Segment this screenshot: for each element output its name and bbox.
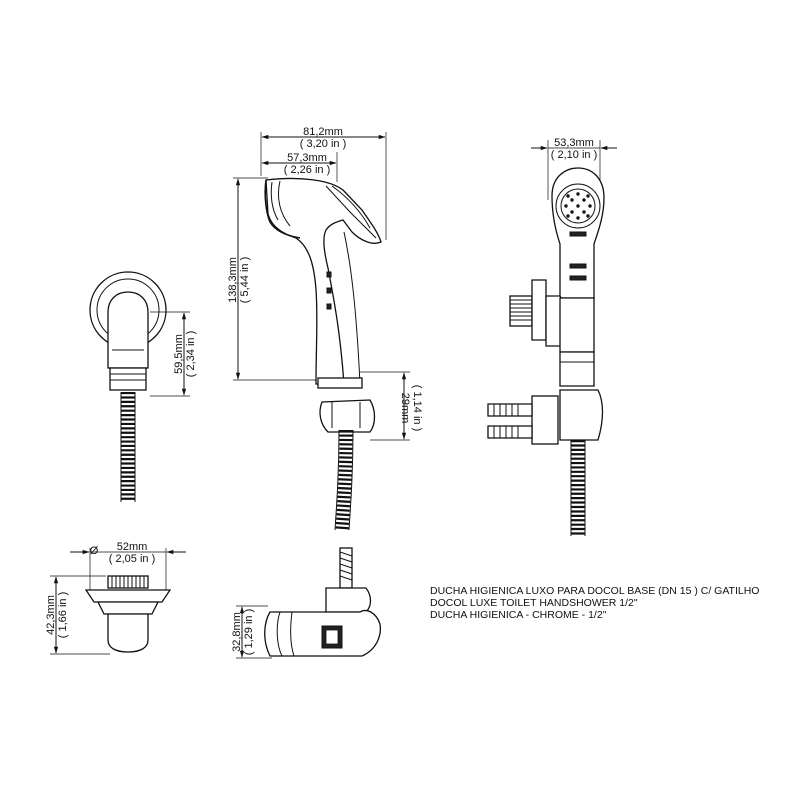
dim-side-total-mm: 81,2mm bbox=[303, 126, 343, 138]
dim-side-height-mm: 138,3mm bbox=[227, 257, 239, 303]
dim-side-holder-in: ( 1,14 in ) bbox=[411, 385, 423, 431]
dim-front-width-mm: 53,3mm bbox=[554, 137, 594, 149]
base-side-view: Ø 52mm ( 2,05 in ) 42,3mm ( 1,66 in ) bbox=[45, 541, 186, 655]
dim-base-height-in: ( 2,34 in ) bbox=[185, 331, 197, 377]
dim-holder-height-mm: 32,8mm bbox=[231, 612, 243, 652]
base-top-view: 59,5mm ( 2,34 in ) bbox=[89, 271, 197, 502]
dim-base-diameter-in: ( 2,05 in ) bbox=[109, 553, 155, 565]
side-view: 81,2mm ( 3,20 in ) 57,3mm ( 2,26 in ) 13… bbox=[227, 126, 423, 531]
dim-front-width-in: ( 2,10 in ) bbox=[551, 149, 597, 161]
dim-base-height-mm: 59,5mm bbox=[173, 334, 185, 374]
dim-side-height-in: ( 5,44 in ) bbox=[239, 257, 251, 303]
dim-side-holder-mm: 29mm bbox=[399, 393, 411, 424]
product-note-pt: DUCHA HIGIENICA LUXO PARA DOCOL BASE (DN… bbox=[430, 585, 759, 597]
dim-base-diameter-mm: 52mm bbox=[117, 541, 148, 553]
dim-base-side-mm: 42,3mm bbox=[45, 595, 57, 635]
product-note-en: DOCOL LUXE TOILET HANDSHOWER 1/2" bbox=[430, 597, 638, 609]
dim-side-head-mm: 57,3mm bbox=[287, 152, 327, 164]
product-note-chrome: DUCHA HIGIENICA - CHROME - 1/2" bbox=[430, 609, 607, 621]
dim-side-head-in: ( 2,26 in ) bbox=[284, 164, 330, 176]
dim-base-side-in: ( 1,66 in ) bbox=[57, 592, 69, 638]
dim-side-total-in: ( 3,20 in ) bbox=[300, 138, 346, 150]
dim-base-diameter-symbol: Ø bbox=[90, 545, 99, 557]
nozzle-pattern bbox=[564, 192, 592, 220]
front-view: 53,3mm ( 2,10 in ) bbox=[487, 137, 617, 536]
holder-view: 32,8mm ( 1,29 in ) bbox=[231, 547, 382, 659]
dim-holder-height-in: ( 1,29 in ) bbox=[243, 609, 255, 655]
product-notes: DUCHA HIGIENICA LUXO PARA DOCOL BASE (DN… bbox=[430, 585, 759, 621]
